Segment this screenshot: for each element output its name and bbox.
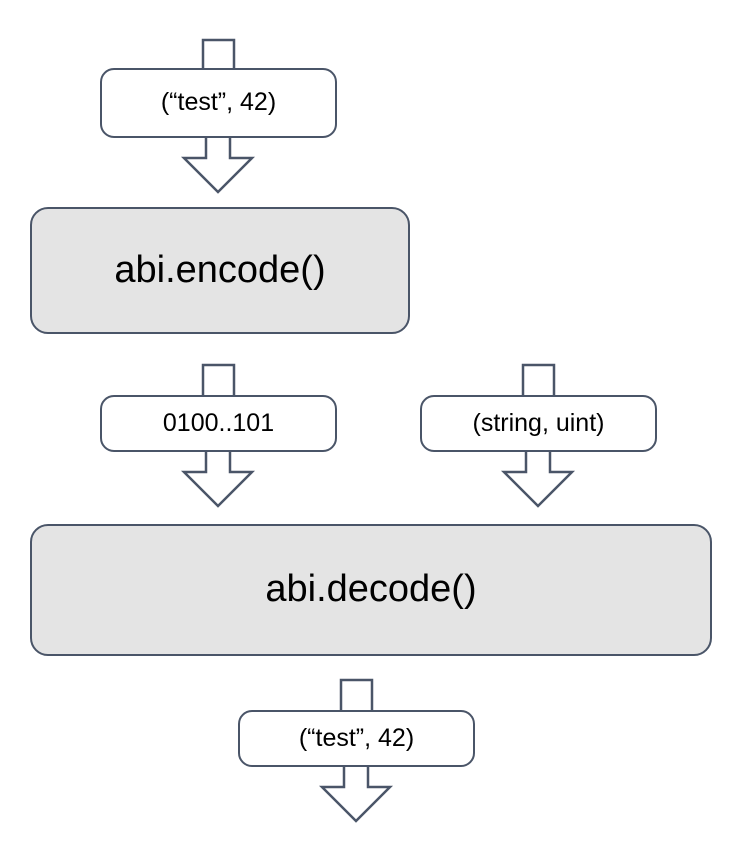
node-label: abi.encode() xyxy=(114,248,326,291)
node-type-tuple: (string, uint) xyxy=(420,395,657,452)
node-label: 0100..101 xyxy=(162,408,275,437)
arrow-down-icon xyxy=(500,451,576,508)
arrow-tail-stub-icon xyxy=(339,678,374,711)
arrow-down-icon xyxy=(180,137,256,194)
node-label: abi.decode() xyxy=(265,568,477,611)
node-label: (string, uint) xyxy=(472,408,605,437)
node-label: (“test”, 42) xyxy=(298,723,415,752)
node-abi-encode: abi.encode() xyxy=(30,207,410,334)
arrow-down-icon xyxy=(180,451,256,508)
node-input-tuple: (“test”, 42) xyxy=(100,68,337,138)
arrow-tail-stub-icon xyxy=(521,363,556,396)
node-output-tuple: (“test”, 42) xyxy=(238,710,475,767)
node-abi-decode: abi.decode() xyxy=(30,524,712,656)
node-encoded-bytes: 0100..101 xyxy=(100,395,337,452)
arrow-down-icon xyxy=(318,766,394,823)
arrow-tail-stub-icon xyxy=(201,363,236,396)
node-label: (“test”, 42) xyxy=(160,88,277,117)
arrow-tail-stub-icon xyxy=(201,38,236,69)
